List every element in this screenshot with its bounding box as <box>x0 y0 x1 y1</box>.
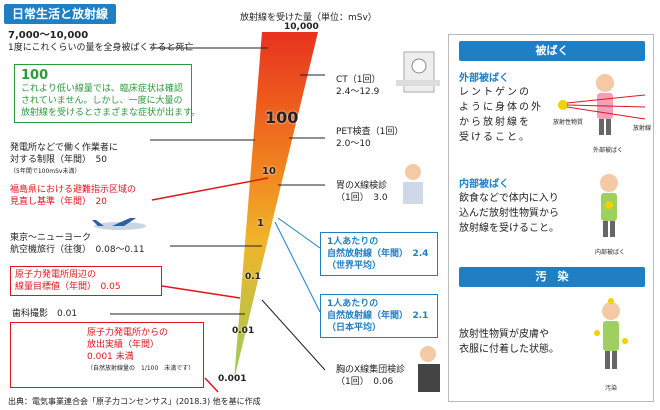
exposure-panel: 被ばく 外部被ばく レントゲンの ように身体の外 から放射線を 受けること。 放… <box>448 34 654 402</box>
ct-scanner-icon <box>396 51 440 93</box>
flight-dose: 東京〜ニューヨーク 航空機旅行（往復） 0.08〜0.11 <box>10 233 145 255</box>
radiation-source-icon <box>558 100 568 110</box>
source-note: 出典：電気事業連合会「原子力コンセンサス」(2018.3) 他を基に作成 <box>8 397 261 406</box>
natural-radiation-japan: 1人あたりの 自然放射線（年間） 2.1 （日本平均） <box>320 294 438 338</box>
plant-release-box: 原子力発電所からの 放出実績（年間） 0.001 未満 （自然放射線量の 1/1… <box>10 322 204 388</box>
stomach-xray: 胃のX線検診 （1回） 3.0 <box>336 181 388 203</box>
stomach-xray-person-icon <box>403 164 423 204</box>
external-exposure-figure <box>558 74 646 135</box>
lethal-dose: 7,000〜10,000 1度にこれくらいの量を全身被ばくすると死亡 <box>8 30 194 53</box>
contamination-heading: 汚 染 <box>459 267 645 287</box>
contamination-figure <box>594 298 628 369</box>
scale-title: 放射線を受けた量（単位：mSv） <box>240 13 377 23</box>
scale-1: 1 <box>257 218 264 229</box>
worker-limit: 発電所などで働く作業者に 対する制限（年間） 50 （5年間で100mSv未満） <box>10 143 118 175</box>
scale-0-001: 0.001 <box>218 374 247 384</box>
clinical-threshold-box: 100 これより低い線量では、臨床症状は確認 されていません。しかし、一度に大量… <box>14 64 200 123</box>
page-title: 日常生活と放射線 <box>4 4 117 24</box>
scale-100: 100 <box>265 108 299 127</box>
scale-0-01: 0.01 <box>232 326 255 336</box>
internal-exposure-figure <box>600 174 618 237</box>
fukushima-criteria: 福島県における避難指示区域の 見直し基準（年間） 20 <box>10 185 137 207</box>
scale-0-1: 0.1 <box>245 272 261 282</box>
airplane-icon <box>92 218 146 230</box>
chest-xray-person-icon <box>418 346 440 392</box>
pet-scan: PET検査（1回） 2.0〜10 <box>336 127 404 149</box>
scale-10000: 10,000 <box>284 22 319 32</box>
natural-radiation-world: 1人あたりの 自然放射線（年間） 2.4 （世界平均） <box>320 232 438 276</box>
plant-target-box: 原子力発電所周辺の 線量目標値（年間） 0.05 <box>10 266 162 296</box>
external-exposure-title: 外部被ばく <box>459 73 509 84</box>
scale-10: 10 <box>262 166 276 177</box>
ct-scan: CT（1回） 2.4〜12.9 <box>336 75 381 97</box>
internal-exposure-title: 内部被ばく <box>459 179 509 190</box>
chest-xray: 胸のX線集団検診 （1回） 0.06 <box>336 365 406 387</box>
exposure-heading: 被ばく <box>459 41 645 61</box>
dental-xray: 歯科撮影 0.01 <box>12 309 78 319</box>
